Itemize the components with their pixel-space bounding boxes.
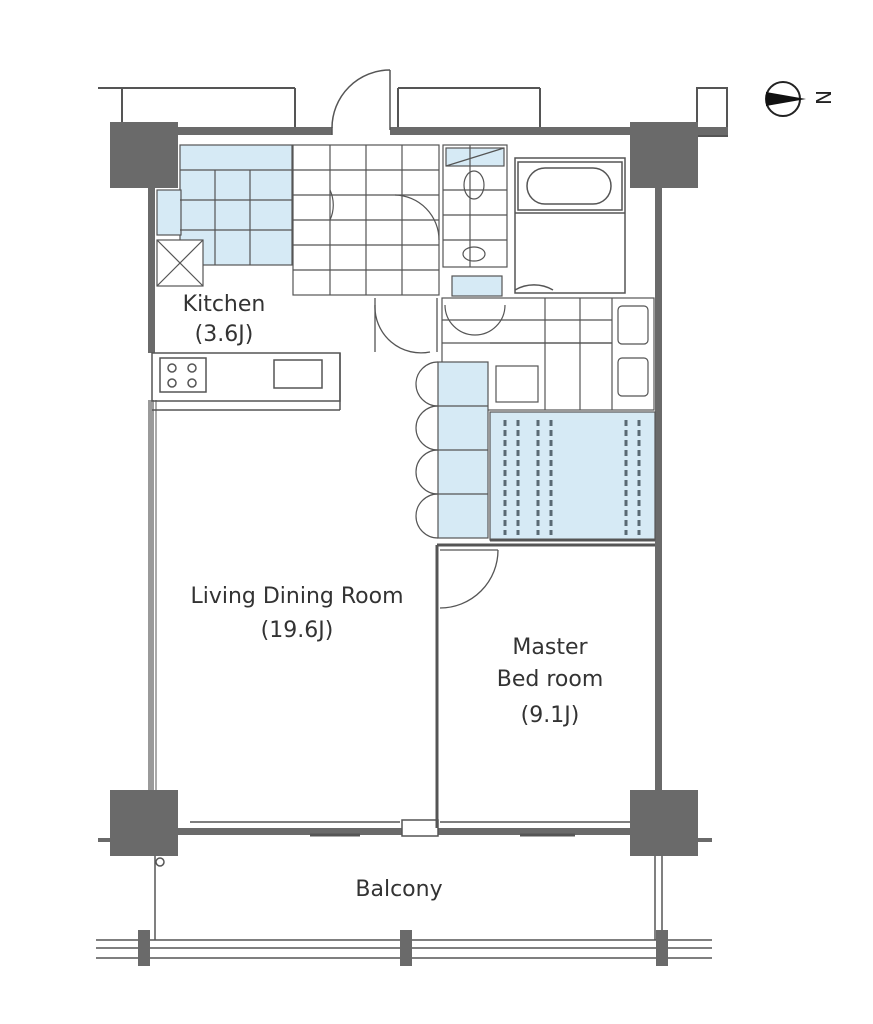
washroom [441, 275, 655, 411]
entrance-grid [292, 144, 440, 296]
sink-icon [273, 359, 323, 389]
compass-icon: N [765, 81, 835, 117]
balcony-label: Balcony [355, 877, 442, 902]
balcony-window [190, 819, 630, 837]
balcony [96, 856, 712, 966]
svg-text:N: N [811, 90, 835, 105]
closet-pattern-left [503, 420, 641, 535]
pillar-bottom-right [630, 790, 698, 856]
master-area: (9.1J) [521, 703, 580, 728]
bathroom [514, 157, 626, 294]
pillar-top-right [630, 122, 698, 188]
bedroom-door [439, 549, 499, 609]
master-label-line1: Master [512, 635, 588, 660]
toilet-icon [463, 170, 485, 200]
kitchen-storage [156, 144, 293, 287]
living-door [374, 298, 438, 354]
toilet-room [442, 144, 508, 268]
kitchen-counter [151, 352, 341, 411]
bathtub-icon [526, 167, 612, 205]
pillar-bottom-left [110, 790, 178, 856]
hall-closet [415, 361, 489, 539]
top-window-frames [98, 87, 728, 137]
stove-icon [159, 357, 207, 393]
living-window-wall [148, 400, 157, 790]
interior-walls [435, 543, 655, 828]
kitchen-area: (3.6J) [195, 322, 254, 347]
pillars [110, 122, 698, 856]
living-area: (19.6J) [261, 618, 334, 643]
living-label: Living Dining Room [190, 584, 403, 609]
front-door [331, 69, 391, 135]
bedroom-closet [489, 411, 656, 542]
kitchen-label: Kitchen [183, 292, 266, 317]
master-label-line2: Bed room [497, 667, 604, 692]
pillar-top-left [110, 122, 178, 188]
